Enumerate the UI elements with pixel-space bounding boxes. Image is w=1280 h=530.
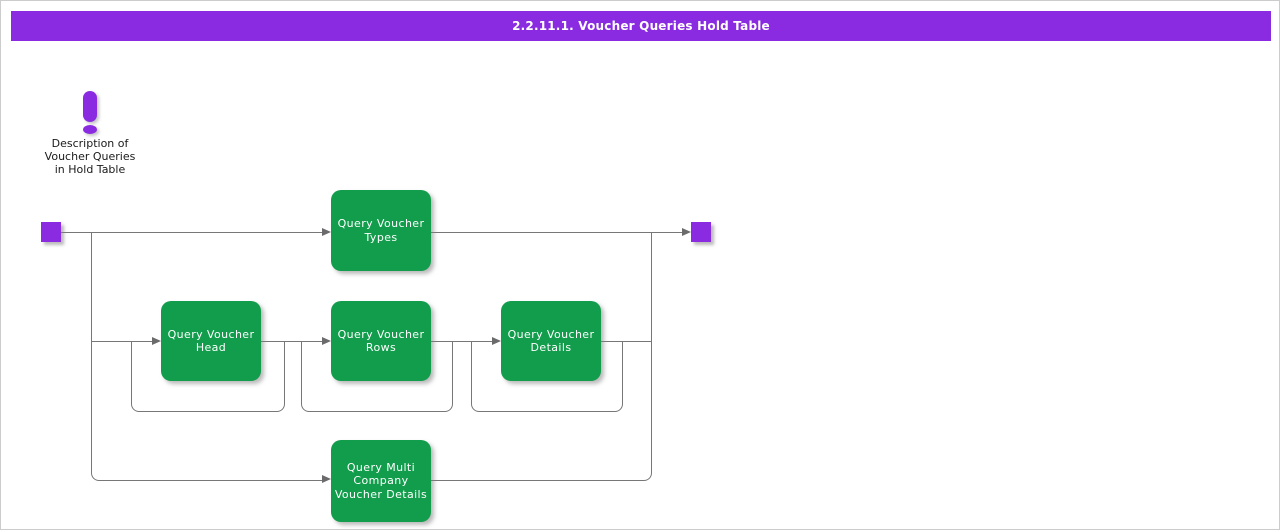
flow-merge-right xyxy=(431,232,652,481)
arrowhead-icon xyxy=(152,337,161,345)
start-node xyxy=(41,222,61,242)
flow-line-top-right xyxy=(431,232,683,233)
loop-path-head xyxy=(131,341,285,412)
note-text: Description of Voucher Queries in Hold T… xyxy=(44,137,136,176)
flow-line-mid-2 xyxy=(261,341,323,342)
exclamation-icon xyxy=(23,89,157,135)
activity-query-multi-company-voucher-details[interactable]: Query Multi Company Voucher Details xyxy=(331,440,431,522)
loop-path-rows xyxy=(301,341,453,412)
flow-line-mid-4 xyxy=(601,341,651,342)
activity-query-voucher-head[interactable]: Query Voucher Head xyxy=(161,301,261,381)
activity-query-voucher-types[interactable]: Query Voucher Types xyxy=(331,190,431,271)
end-node xyxy=(691,222,711,242)
flow-branch-left xyxy=(91,232,324,481)
description-note[interactable]: Description of Voucher Queries in Hold T… xyxy=(23,89,157,176)
activity-query-voucher-details[interactable]: Query Voucher Details xyxy=(501,301,601,381)
exclamation-dot xyxy=(83,125,97,134)
arrowhead-icon xyxy=(322,228,331,236)
flow-line-mid-1 xyxy=(91,341,153,342)
flow-line-top-left xyxy=(61,232,323,233)
title-bar: 2.2.11.1. Voucher Queries Hold Table xyxy=(11,11,1271,41)
exclamation-bar xyxy=(83,91,97,122)
arrowhead-icon xyxy=(322,337,331,345)
arrowhead-icon xyxy=(322,475,331,483)
arrowhead-icon xyxy=(492,337,501,345)
loop-path-details xyxy=(471,341,623,412)
page-title: 2.2.11.1. Voucher Queries Hold Table xyxy=(512,19,770,33)
arrowhead-icon xyxy=(682,228,691,236)
activity-query-voucher-rows[interactable]: Query Voucher Rows xyxy=(331,301,431,381)
flow-line-mid-3 xyxy=(431,341,493,342)
